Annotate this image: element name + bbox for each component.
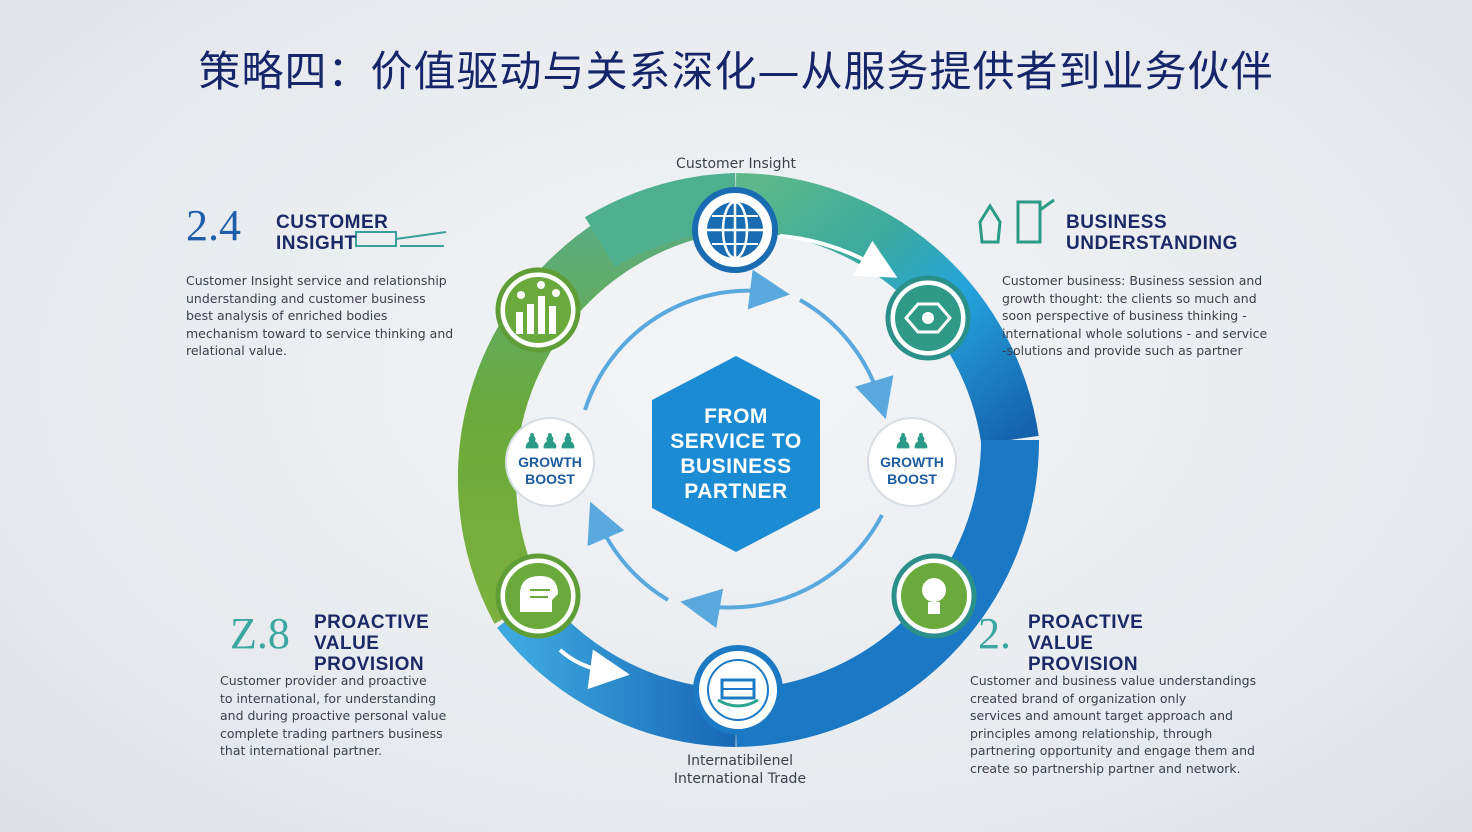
block-number: 2.4 bbox=[186, 201, 241, 250]
block-text: Customer business: Business session and … bbox=[1002, 273, 1268, 358]
top-caption: Customer Insight bbox=[676, 156, 796, 172]
team-icon[interactable] bbox=[505, 417, 595, 507]
lightbulb-icon[interactable] bbox=[891, 553, 977, 639]
inner-cycle-arrows bbox=[583, 269, 894, 629]
block-heading: BUSINESS UNDERSTANDING bbox=[1066, 212, 1238, 254]
head-idea-icon[interactable] bbox=[495, 553, 581, 639]
center-label: FROM SERVICE TO BUSINESS PARTNER bbox=[670, 405, 802, 503]
block-heading: PROACTIVE VALUE PROVISION bbox=[1028, 612, 1144, 675]
handshake-icon[interactable] bbox=[885, 275, 971, 361]
block-number: Z.8 bbox=[230, 609, 290, 658]
chart-sketch-icon bbox=[355, 231, 447, 247]
team-glyph: ♟♟♟ bbox=[523, 431, 577, 453]
block-text: Customer and business value understandin… bbox=[970, 673, 1257, 776]
group-glyph: ♟♟ bbox=[894, 431, 930, 453]
block-text: Customer provider and proactive to inter… bbox=[220, 673, 447, 758]
growth-boost-right: ♟♟ GROWTH BOOST bbox=[862, 430, 962, 488]
center-hexagon bbox=[652, 356, 820, 552]
ring-arrow bbox=[558, 648, 630, 690]
growth-boost-left: ♟♟♟ GROWTH BOOST bbox=[500, 430, 600, 488]
block-number: 2. bbox=[978, 609, 1011, 658]
block-text: Customer Insight service and relationshi… bbox=[186, 273, 454, 358]
people-chart-icon[interactable] bbox=[495, 267, 581, 353]
business-people-icon bbox=[978, 198, 1055, 244]
ring-arrow bbox=[779, 234, 898, 278]
group-icon[interactable] bbox=[867, 417, 957, 507]
block-heading: PROACTIVE VALUE PROVISION bbox=[314, 612, 430, 675]
bottom-caption: Internatibilenel International Trade bbox=[673, 753, 807, 787]
globe-icon[interactable] bbox=[692, 187, 778, 273]
block-heading: CUSTOMER INSIGHT bbox=[276, 212, 389, 254]
ship-globe-icon[interactable] bbox=[693, 645, 783, 735]
page-title: 策略四：价值驱动与关系深化—从服务提供者到业务伙伴 bbox=[198, 47, 1274, 96]
